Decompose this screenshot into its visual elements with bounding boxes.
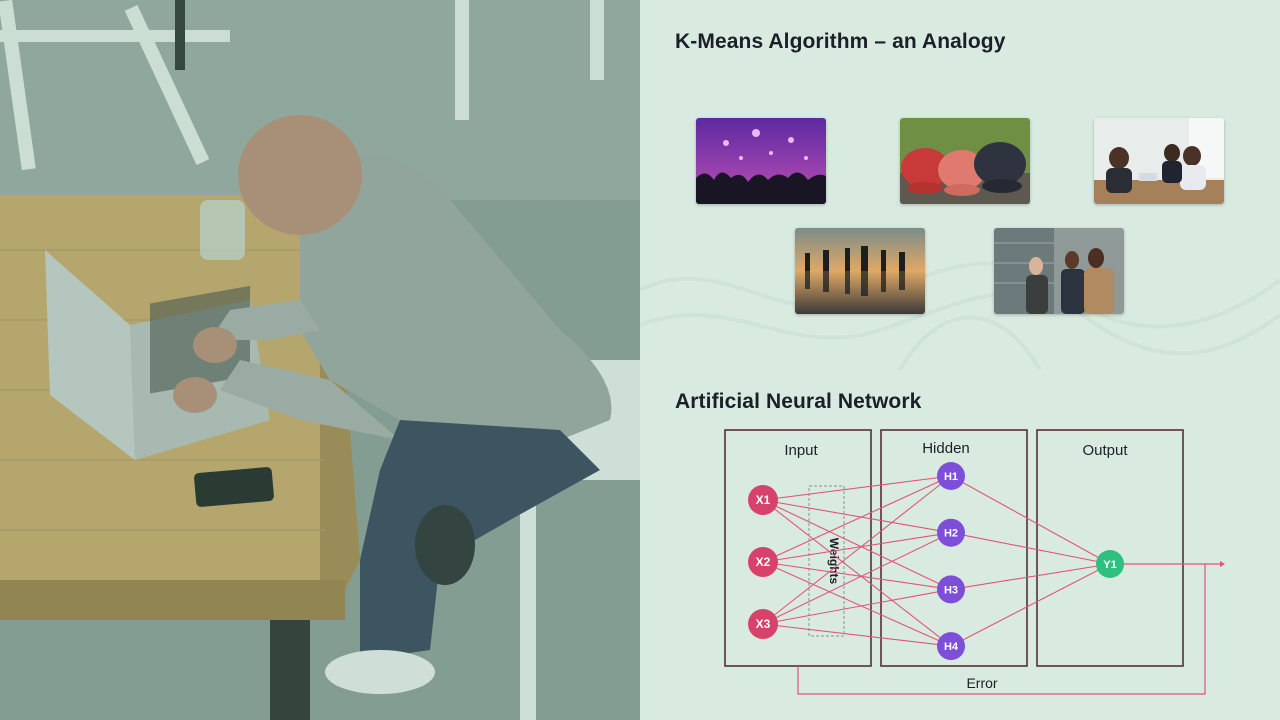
input-node-x2: X2: [748, 547, 778, 577]
edge-x2-h2: [762, 532, 952, 563]
kmeans-image-4: [795, 228, 925, 314]
edge-x2-h3: [762, 561, 952, 590]
input-node-x3-label: X3: [756, 617, 771, 631]
background-wave-decoration: [640, 261, 1280, 370]
edge-x2-h4: [762, 561, 952, 647]
output-arrowhead: [1220, 561, 1225, 567]
business-people-talking-photo: [994, 228, 1124, 314]
edge-x3-h1: [762, 475, 952, 625]
hidden-node-h2-label: H2: [944, 528, 958, 540]
input-node-x3: X3: [748, 609, 778, 639]
output-node-y1-circle: [1096, 550, 1124, 578]
hidden-node-h4-label: H4: [944, 641, 959, 653]
output-layer-box: [1036, 429, 1184, 667]
silhouettes-sunset-reflection-photo: [795, 228, 925, 314]
input-node-x2-label: X2: [756, 555, 771, 569]
output-node-y1: Y1: [1096, 550, 1124, 578]
input-node-x1: X1: [748, 485, 778, 515]
neural-network-diagram: Input Hidden Output Weights Error X1X2X3…: [724, 429, 1225, 695]
edge-x1-h4: [762, 499, 952, 647]
input-node-x3-circle: [748, 609, 778, 639]
hidden-node-h1-label: H1: [944, 471, 958, 483]
input-node-x2-circle: [748, 547, 778, 577]
hidden-node-h3: H3: [937, 575, 965, 604]
hidden-node-h1: H1: [937, 462, 965, 490]
office-meeting-photo: [1094, 118, 1224, 204]
edge-x1-h2: [762, 499, 952, 534]
output-node-y1-label: Y1: [1103, 559, 1116, 571]
output-layer-label: Output: [1082, 442, 1128, 459]
kmeans-image-5: [994, 228, 1124, 314]
ann-title: Artificial Neural Network: [675, 390, 922, 413]
error-label: Error: [966, 675, 997, 691]
edge-x1-h3: [762, 499, 952, 590]
hidden-node-h1-circle: [937, 462, 965, 490]
edge-x3-h3: [762, 588, 952, 625]
input-node-x1-label: X1: [756, 493, 771, 507]
hidden-node-h2-circle: [937, 518, 965, 547]
edge-x1-h1: [762, 475, 952, 501]
person-typing-on-laptop-photo: [0, 0, 640, 720]
weights-region: [808, 485, 845, 637]
edge-x3-h4: [762, 623, 952, 647]
person-typing-photo: [0, 0, 640, 720]
kmeans-title: K-Means Algorithm – an Analogy: [675, 30, 1006, 53]
edge-h4-y1: [950, 563, 1111, 647]
hidden-node-h4-circle: [937, 632, 965, 661]
kmeans-image-1: [696, 118, 826, 204]
hidden-node-h3-circle: [937, 575, 965, 604]
hidden-layer-label: Hidden: [922, 440, 970, 457]
hidden-node-h3-label: H3: [944, 584, 958, 596]
weights-label: Weights: [827, 538, 841, 585]
edge-x2-h1: [762, 475, 952, 563]
concert-crowd-fireworks-photo: [696, 118, 826, 204]
bowls-of-berries-photo: [900, 118, 1030, 204]
kmeans-image-2: [900, 118, 1030, 204]
hidden-node-h4: H4: [937, 632, 965, 661]
slide-content: K-Means Algorithm – an Analogy: [640, 0, 1280, 720]
edge-x3-h2: [762, 532, 952, 625]
hidden-node-h2: H2: [937, 518, 965, 547]
error-feedback-line: [797, 564, 1206, 695]
input-layer-box: [724, 429, 872, 667]
input-node-x1-circle: [748, 485, 778, 515]
edge-h1-y1: [950, 475, 1111, 565]
input-layer-label: Input: [784, 442, 818, 459]
kmeans-image-3: [1094, 118, 1224, 204]
edge-h3-y1: [950, 563, 1111, 590]
edge-h2-y1: [950, 532, 1111, 565]
